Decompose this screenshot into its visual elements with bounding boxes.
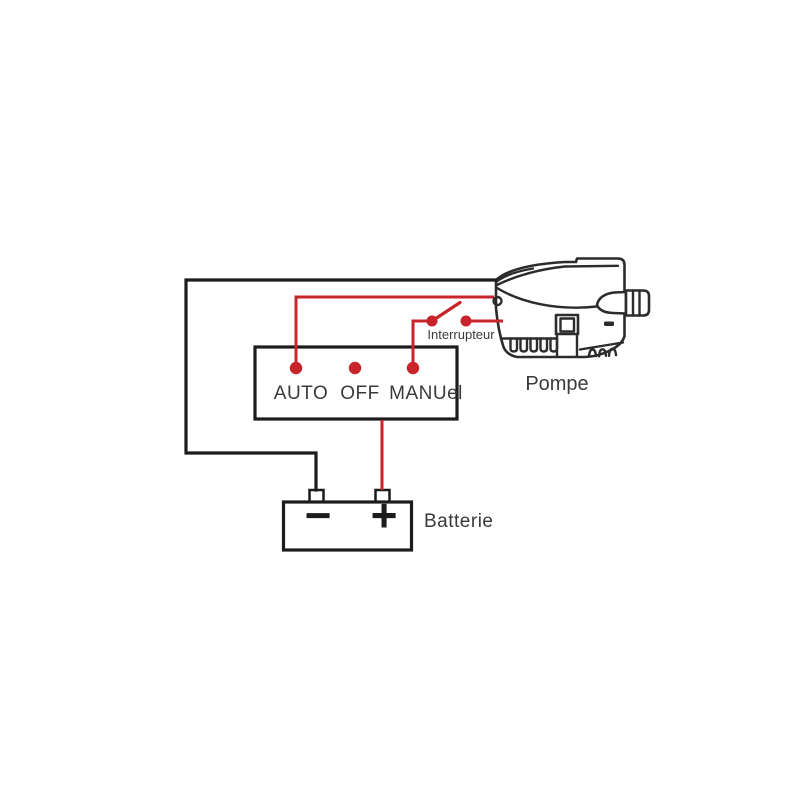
pump-body-seam — [495, 286, 599, 309]
switch-contact-right-dot — [460, 315, 472, 327]
wire-manual-red — [411, 319, 427, 367]
pump-outlet-barb — [624, 289, 651, 317]
switch-blade — [430, 300, 462, 323]
battery-box — [281, 500, 414, 552]
battery-label: Batterie — [424, 511, 493, 532]
pump-vent-dash — [604, 321, 614, 326]
pump-strainer-arches-right — [587, 347, 618, 358]
panel-auto-label: AUTO — [274, 383, 328, 404]
battery-minus-symbol: − — [305, 489, 332, 541]
panel-off-label: OFF — [340, 383, 380, 404]
pump-illustration — [494, 257, 651, 359]
pump-wire-entry-port — [492, 295, 503, 307]
switch-label: Interrupteur — [427, 327, 495, 342]
panel-terminal-off-dot — [348, 361, 362, 375]
panel-manual-label: MANUel — [389, 383, 463, 404]
pump-strainer-slant-line — [578, 341, 625, 351]
panel-terminal-auto-dot — [289, 361, 303, 375]
wire-negative-black — [184, 278, 497, 492]
battery-plus-symbol: + — [371, 489, 398, 541]
wire-auto-red — [294, 295, 494, 367]
pump-lid-lip — [494, 267, 535, 284]
control-panel-box — [253, 345, 459, 421]
panel-terminal-manual-dot — [406, 361, 420, 375]
switch-contact-left-dot — [426, 315, 438, 327]
pump-lid-seam — [495, 264, 620, 287]
pump-clip-inner — [559, 317, 576, 333]
pump-label: Pompe — [525, 373, 588, 395]
pump-strainer-slots-left — [509, 337, 559, 353]
